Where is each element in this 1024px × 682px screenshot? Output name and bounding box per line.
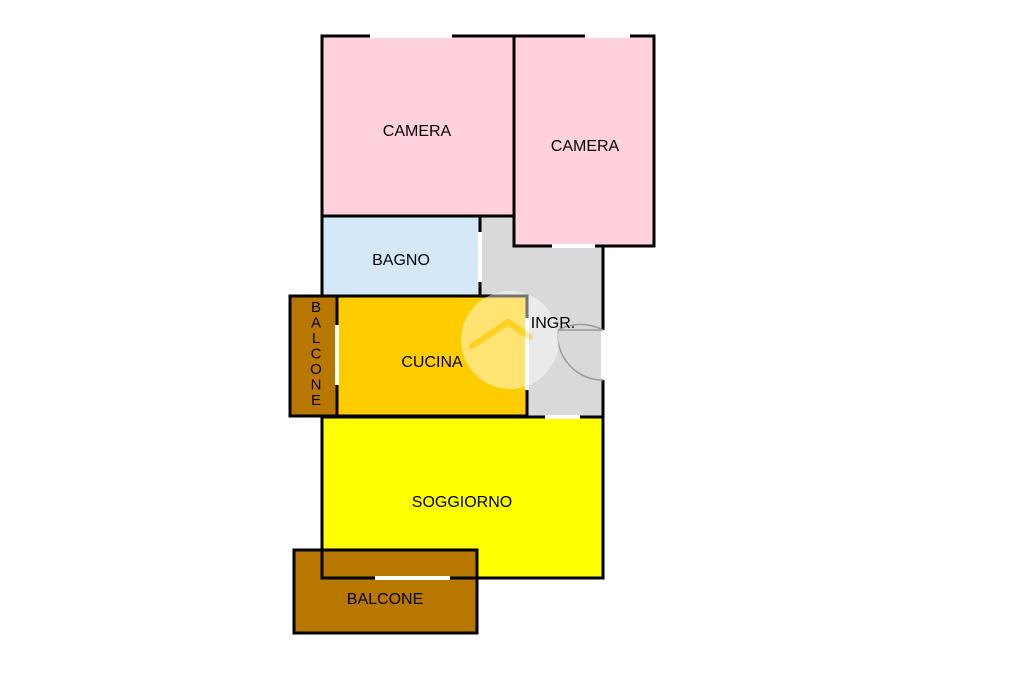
- wall-balcone-living: [292, 548, 479, 635]
- room-camera-2: [514, 36, 654, 246]
- label-camera-1: CAMERA: [383, 123, 452, 140]
- room-balcone-living: [294, 550, 477, 633]
- label-soggiorno: SOGGIORNO: [412, 494, 512, 511]
- entrance-door-swing: [556, 323, 604, 381]
- wall-soggiorno: [320, 415, 605, 580]
- openings: [335, 34, 630, 580]
- label-ingresso: INGR.: [531, 315, 575, 332]
- room-ingresso: [480, 215, 603, 417]
- label-bagno: BAGNO: [372, 252, 430, 269]
- label-cucina: CUCINA: [401, 354, 463, 371]
- room-cucina: [337, 296, 527, 416]
- watermark-logo: [461, 291, 559, 389]
- room-camera-1: [322, 36, 514, 216]
- label-balcone-living: BALCONE: [347, 591, 423, 608]
- room-bagno: [322, 216, 480, 296]
- room-balcone-kitchen: [290, 296, 337, 416]
- label-camera-2: CAMERA: [551, 138, 620, 155]
